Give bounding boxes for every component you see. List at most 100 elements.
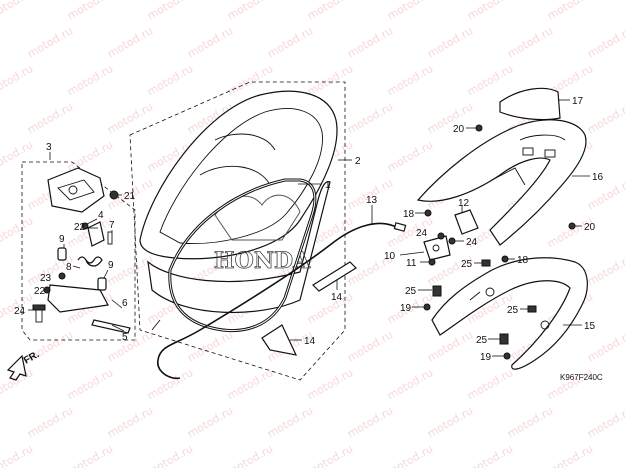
watermark-text: motod.ru xyxy=(105,404,155,440)
callout-12: 12 xyxy=(458,198,470,209)
watermark-text: motod.ru xyxy=(585,328,625,364)
watermark-text: motod.ru xyxy=(465,366,515,402)
callout-25a: 25 xyxy=(461,259,473,270)
bolt-25b xyxy=(432,285,442,297)
pin-7 xyxy=(107,231,113,245)
bolt-24b xyxy=(437,232,445,240)
callout-9a: 9 xyxy=(59,234,65,245)
watermark-text: motod.ru xyxy=(385,366,435,402)
callout-25d: 25 xyxy=(476,335,488,346)
bushing-9b xyxy=(97,277,107,291)
watermark-text: motod.ru xyxy=(385,0,435,23)
bolt-18a xyxy=(424,209,432,217)
bolt-19b xyxy=(503,352,511,360)
watermark-text: motod.ru xyxy=(585,24,625,60)
watermark-text: motod.ru xyxy=(105,100,155,136)
callout-24c: 24 xyxy=(416,228,428,239)
callout-21: 21 xyxy=(124,191,136,202)
callout-20b: 20 xyxy=(584,222,596,233)
watermark-text: motod.ru xyxy=(305,366,355,402)
watermark-text: motod.ru xyxy=(265,24,315,60)
hinge-bracket xyxy=(47,167,105,213)
bolt-20a xyxy=(475,124,483,132)
watermark-text: motod.ru xyxy=(65,138,115,174)
seat-assembly-outline xyxy=(129,81,346,381)
watermark-text: motod.ru xyxy=(185,404,235,440)
callout-8: 8 xyxy=(66,262,72,273)
watermark-text: motod.ru xyxy=(0,0,35,23)
callout-20a: 20 xyxy=(453,124,465,135)
front-direction-arrow-icon xyxy=(6,354,27,381)
watermark-text: motod.ru xyxy=(505,24,555,60)
callout-2: 2 xyxy=(355,156,361,167)
clip-22a xyxy=(81,222,89,230)
callout-4: 4 xyxy=(98,210,104,221)
watermark-text: motod.ru xyxy=(385,442,435,468)
callout-19a: 19 xyxy=(400,303,412,314)
bolt-21 xyxy=(109,190,119,200)
callout-10: 10 xyxy=(384,251,396,262)
watermark-text: motod.ru xyxy=(0,62,35,98)
watermark-text: motod.ru xyxy=(265,404,315,440)
watermark-text: motod.ru xyxy=(345,24,395,60)
watermark-text: motod.ru xyxy=(0,138,35,174)
seat-lock xyxy=(423,235,451,261)
watermark-text: motod.ru xyxy=(585,252,625,288)
watermark-text: motod.ru xyxy=(345,100,395,136)
callout-1: 1 xyxy=(325,180,331,191)
watermark-text: motod.ru xyxy=(465,62,515,98)
watermark-text: motod.ru xyxy=(585,404,625,440)
callout-24a: 24 xyxy=(14,306,26,317)
watermark-text: motod.ru xyxy=(345,404,395,440)
watermark-text: motod.ru xyxy=(145,366,195,402)
callout-3: 3 xyxy=(46,142,52,153)
hinge-plate xyxy=(47,284,109,313)
callout-16: 16 xyxy=(592,172,604,183)
watermark-text: motod.ru xyxy=(385,62,435,98)
watermark-text: motod.ru xyxy=(545,0,595,23)
watermark-text: motod.ru xyxy=(465,0,515,23)
watermark-text: motod.ru xyxy=(385,138,435,174)
rear-cover xyxy=(416,119,587,246)
watermark-text: motod.ru xyxy=(225,0,275,23)
callout-14b: 14 xyxy=(304,336,316,347)
watermark-text: motod.ru xyxy=(25,24,75,60)
watermark-text: motod.ru xyxy=(0,214,35,250)
callout-9b: 9 xyxy=(108,260,114,271)
bolt-25c xyxy=(527,305,537,313)
watermark-text: motod.ru xyxy=(65,366,115,402)
bolt-24c xyxy=(448,237,456,245)
seat-seal xyxy=(168,178,317,333)
watermark-text: motod.ru xyxy=(0,366,35,402)
watermark-text: motod.ru xyxy=(185,24,235,60)
watermark-text: motod.ru xyxy=(425,404,475,440)
callout-13: 13 xyxy=(366,195,378,206)
tape-strip xyxy=(312,261,357,292)
callout-11: 11 xyxy=(406,258,417,269)
callout-23: 23 xyxy=(40,273,52,284)
clip-23 xyxy=(58,272,66,280)
watermark-text: motod.ru xyxy=(545,366,595,402)
watermark-text: motod.ru xyxy=(65,62,115,98)
callout-6: 6 xyxy=(122,298,128,309)
callout-24b: 24 xyxy=(466,237,478,248)
watermark-text: motod.ru xyxy=(225,442,275,468)
callout-7: 7 xyxy=(109,220,115,231)
watermark-text: motod.ru xyxy=(585,176,625,212)
nut-11 xyxy=(428,258,436,266)
leader-lines xyxy=(28,99,590,357)
watermark-text: motod.ru xyxy=(25,100,75,136)
watermark-text: motod.ru xyxy=(425,328,475,364)
callout-25b: 25 xyxy=(405,286,417,297)
bushing-9a xyxy=(57,247,67,261)
watermark-text: motod.ru xyxy=(0,442,35,468)
callout-labels: 1 2 3 4 5 6 7 8 9 9 10 11 12 13 14 14 15… xyxy=(14,96,604,363)
watermark-text: motod.ru xyxy=(305,0,355,23)
watermark-text: motod.ru xyxy=(65,0,115,23)
bolt-25a xyxy=(481,259,491,267)
callout-18a: 18 xyxy=(403,209,415,220)
callout-17: 17 xyxy=(572,96,584,107)
hinge-rod-6 xyxy=(91,319,131,334)
callout-25c: 25 xyxy=(507,305,519,316)
watermark-text: motod.ru xyxy=(225,366,275,402)
